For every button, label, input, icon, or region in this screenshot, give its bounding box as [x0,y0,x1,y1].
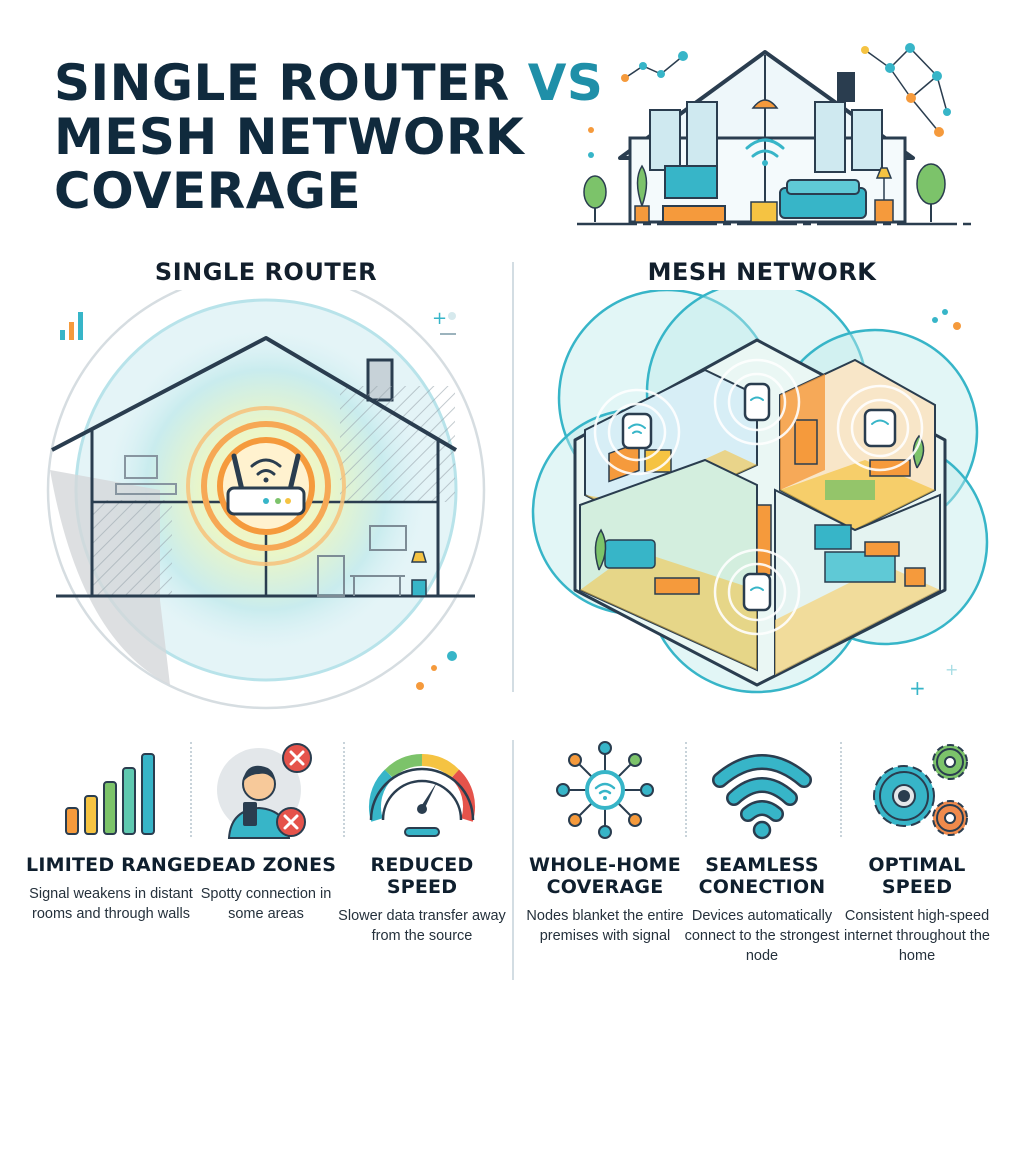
network-hub-icon [556,741,654,839]
feature-description: Devices automatically connect to the str… [684,908,840,964]
title-vs: VS [527,54,604,112]
network-dots-left-icon [624,55,684,79]
feature-divider [512,740,514,980]
feature-title: LIMITED RANGE [26,854,196,876]
single-router-illustration: + [46,290,486,710]
separator [343,742,345,837]
header-house-illustration [577,43,975,226]
speedometer-icon [369,753,475,837]
feature-title: WHOLE-HOME COVERAGE [529,854,681,898]
feature-title: DEAD ZONES [195,854,337,876]
feature-description: Nodes blanket the entire premises with s… [526,908,684,944]
mesh-node-icon [593,358,924,636]
feature-title: OPTIMAL SPEED [868,854,966,898]
router-icon [226,453,306,516]
feature-whole-home-coverage: WHOLE-HOME COVERAGE Nodes blanket the en… [520,740,690,946]
feature-seamless-connection: SEAMLESS CONECTION Devices automatically… [677,740,847,966]
mesh-network-illustration: + + [531,290,989,700]
separator [840,742,842,837]
feature-description: Slower data transfer away from the sourc… [338,908,506,944]
separator [190,742,192,837]
gears-icon [873,744,968,836]
wifi-icon [712,754,812,840]
feature-description: Signal weakens in distant rooms and thro… [29,886,193,922]
svg-text:+: + [909,676,926,700]
mesh-network-heading: MESH NETWORK [647,258,877,286]
feature-title: REDUCED SPEED [370,854,474,898]
feature-reduced-speed: REDUCED SPEED Slower data transfer away … [337,740,507,946]
feature-optimal-speed: OPTIMAL SPEED Consistent high-speed inte… [832,740,1002,966]
page-title: SINGLE ROUTER VS MESH NETWORK COVERAGE [54,56,603,218]
svg-text:+: + [432,308,447,329]
user-no-signal-icon [217,743,312,839]
feature-title: SEAMLESS CONECTION [698,854,826,898]
signal-bars-icon [65,753,155,835]
feature-description: Consistent high-speed internet throughou… [844,908,990,964]
feature-limited-range: LIMITED RANGE Signal weakens in distant … [26,740,196,924]
wifi-icon [745,138,785,158]
feature-dead-zones: DEAD ZONES Spotty connection in some are… [181,740,351,924]
panel-divider [512,262,514,692]
single-router-heading: SINGLE ROUTER [154,258,378,286]
title-coverage: COVERAGE [54,162,362,220]
separator [685,742,687,837]
svg-text:+: + [945,660,958,679]
feature-description: Spotty connection in some areas [200,886,332,922]
title-single-router: SINGLE ROUTER [54,54,528,112]
title-mesh-network: MESH NETWORK [54,108,525,166]
